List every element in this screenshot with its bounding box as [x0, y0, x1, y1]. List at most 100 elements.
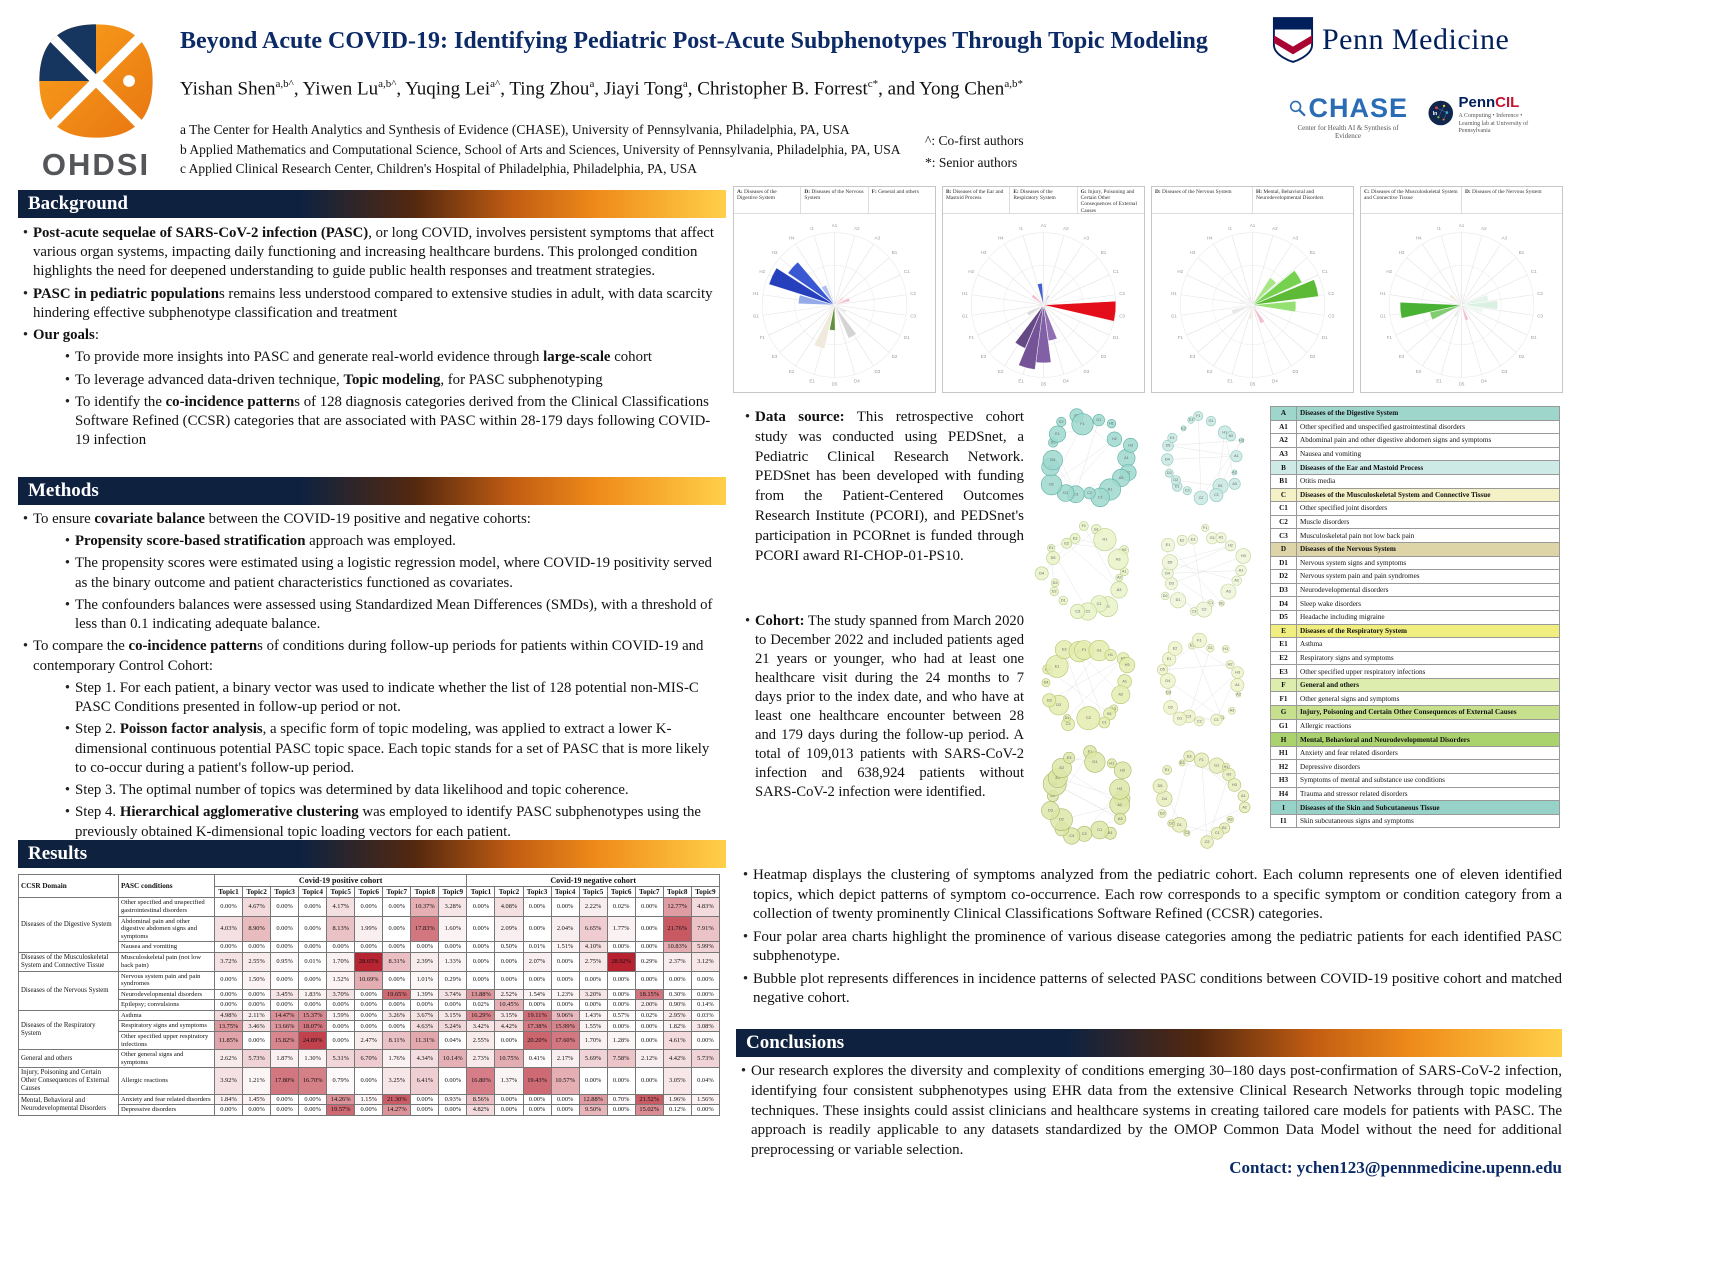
ohdsi-wordmark: OHDSI [41, 147, 151, 182]
svg-text:D4: D4 [854, 378, 860, 383]
svg-text:E1: E1 [1167, 657, 1172, 661]
author-notes: ^: Co-first authors *: Senior authors [925, 130, 1024, 173]
svg-text:C1: C1 [1208, 601, 1213, 605]
svg-text:H1: H1 [1380, 291, 1386, 296]
svg-text:E2: E2 [1181, 426, 1186, 430]
poster-title: Beyond Acute COVID-19: Identifying Pedia… [180, 28, 1208, 54]
background-content: •Post-acute sequelae of SARS-CoV-2 infec… [18, 224, 722, 454]
svg-text:A3: A3 [1293, 235, 1299, 240]
svg-text:C1: C1 [1102, 721, 1107, 725]
svg-text:C2: C2 [1205, 840, 1210, 844]
svg-text:D2: D2 [1056, 703, 1061, 707]
bullet-item: •The confounders balances were assessed … [64, 596, 713, 633]
svg-text:H3: H3 [1116, 558, 1121, 562]
svg-text:H2: H2 [1112, 437, 1117, 441]
penncil-caption: A Computing • Inference • Learning lab a… [1458, 113, 1529, 134]
svg-text:E3: E3 [981, 354, 987, 359]
svg-text:D4: D4 [1063, 378, 1069, 383]
svg-text:F1: F1 [1199, 758, 1203, 762]
svg-text:D4: D4 [1044, 681, 1049, 685]
svg-text:E2: E2 [1207, 369, 1213, 374]
bullet-item: •To compare the co-incidence patterns of… [22, 638, 704, 674]
svg-text:D1: D1 [1322, 335, 1328, 340]
bullet-item: •Step 1. For each patient, a binary vect… [64, 679, 699, 716]
svg-text:C3: C3 [1066, 722, 1071, 726]
chase-wordmark: CHASE [1308, 92, 1408, 123]
svg-text:D4: D4 [1050, 458, 1055, 462]
svg-text:H2: H2 [1228, 544, 1233, 548]
svg-text:D4: D4 [1165, 458, 1170, 462]
svg-text:B1: B1 [1101, 250, 1107, 255]
svg-text:E1: E1 [1055, 432, 1060, 436]
svg-text:C3: C3 [1185, 489, 1190, 493]
svg-text:A3: A3 [1232, 482, 1237, 486]
svg-text:D2: D2 [1173, 478, 1178, 482]
svg-text:H3: H3 [1128, 443, 1133, 447]
svg-text:F1: F1 [1387, 335, 1393, 340]
svg-text:E2: E2 [1180, 538, 1185, 542]
svg-text:E2: E2 [1416, 369, 1422, 374]
svg-text:D5: D5 [1051, 556, 1056, 560]
authors-line: Yishan Shena,b^, Yiwen Lua,b^, Yuqing Le… [180, 78, 1023, 100]
svg-text:D4: D4 [1165, 571, 1170, 575]
svg-text:H2: H2 [1122, 548, 1127, 552]
svg-text:C3: C3 [1186, 714, 1191, 718]
polar-chart-header: F: General and others [867, 187, 935, 213]
svg-text:E2: E2 [1064, 541, 1069, 545]
svg-text:H1: H1 [1171, 291, 1177, 296]
svg-text:A1: A1 [1041, 223, 1047, 228]
svg-text:D3: D3 [875, 369, 881, 374]
polar-chart: A1A2A3B1C1C2C3D1D2D3D4D5E1E2E3F1G1H1H2H3… [1380, 223, 1544, 387]
svg-text:D2: D2 [1049, 483, 1054, 487]
svg-text:A3: A3 [1117, 588, 1122, 592]
penn-medicine-logo: Penn Medicine [1272, 16, 1509, 64]
svg-text:C1: C1 [904, 269, 910, 274]
bullet-item: •Our research explores the diversity and… [740, 1063, 1562, 1159]
svg-text:D3: D3 [1053, 581, 1058, 585]
svg-text:D3: D3 [1084, 369, 1090, 374]
table-row: Other specified upper respiratory infect… [19, 1031, 721, 1051]
bullet-item: •Propensity score-based stratification a… [64, 533, 456, 550]
figure-description-bullets: •Heatmap displays the clustering of symp… [738, 866, 1562, 1012]
svg-text:A2: A2 [1117, 576, 1122, 580]
svg-text:A3: A3 [1119, 476, 1124, 480]
svg-text:D5: D5 [1041, 382, 1047, 387]
affiliation-a: a The Center for Health Analytics and Sy… [180, 122, 850, 137]
svg-text:D1: D1 [1177, 823, 1182, 827]
svg-text:H3: H3 [772, 250, 778, 255]
svg-text:A2: A2 [1242, 805, 1247, 809]
svg-text:G1: G1 [1097, 649, 1102, 653]
polar-chart-header: D: Diseases of the Nervous System [1461, 187, 1562, 213]
svg-text:H4: H4 [1207, 235, 1213, 240]
penn-shield-icon [1272, 17, 1314, 63]
svg-text:H1: H1 [1108, 653, 1113, 657]
svg-text:H2: H2 [1386, 269, 1392, 274]
svg-text:B1: B1 [1218, 484, 1223, 488]
svg-text:H2: H2 [1229, 434, 1234, 438]
svg-text:E2: E2 [998, 369, 1004, 374]
svg-text:H3: H3 [1190, 250, 1196, 255]
polar-chart: A1A2A3B1C1C2C3D1D2D3D4D5E1E2E3F1G1H1H2H3… [962, 223, 1126, 387]
svg-text:H2: H2 [1177, 269, 1183, 274]
polar-chart-header: A: Diseases of the Digestive System [737, 189, 777, 202]
svg-text:D1: D1 [1531, 335, 1537, 340]
svg-text:A2: A2 [1232, 470, 1237, 474]
